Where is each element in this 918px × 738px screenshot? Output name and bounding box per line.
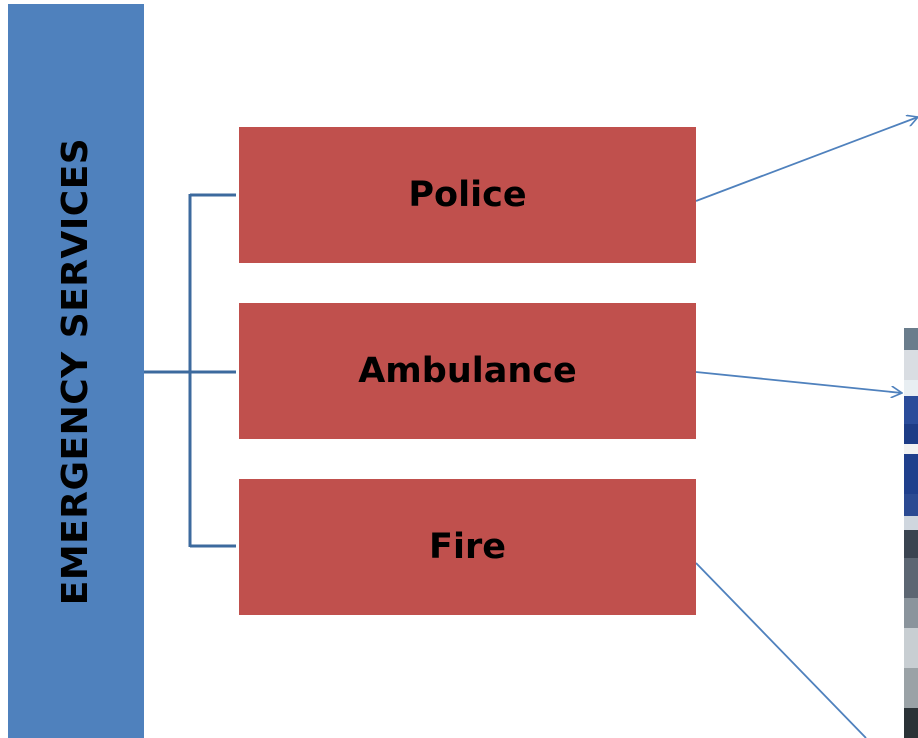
node-police: Police	[239, 127, 696, 263]
fire-arrow	[695, 562, 867, 738]
node-fire-label: Fire	[429, 527, 506, 567]
node-ambulance: Ambulance	[239, 303, 696, 439]
police-arrow	[695, 117, 918, 202]
root-bar: EMERGENCY SERVICES	[8, 4, 144, 738]
cropped-photo	[904, 328, 918, 738]
node-police-label: Police	[408, 175, 527, 215]
node-ambulance-label: Ambulance	[358, 351, 577, 391]
node-fire: Fire	[239, 479, 696, 615]
ambulance-arrow	[695, 371, 902, 393]
